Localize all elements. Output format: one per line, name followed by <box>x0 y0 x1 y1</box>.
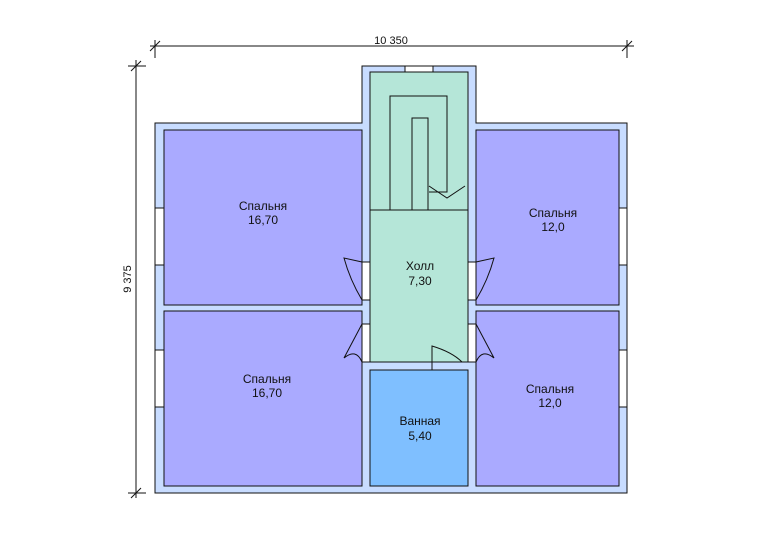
room-area: 7,30 <box>408 274 432 288</box>
width-dimension-label: 10 350 <box>374 35 408 47</box>
room-bedroom-top-left[interactable] <box>163 129 363 306</box>
room-area: 12,0 <box>541 220 565 234</box>
room-area: 12,0 <box>538 396 562 410</box>
staircase <box>370 95 468 211</box>
room-name: Спальня <box>239 199 287 213</box>
room-area: 16,70 <box>252 386 282 400</box>
room-hall[interactable] <box>369 71 469 363</box>
doors <box>343 257 495 370</box>
windows <box>154 65 628 408</box>
room-name: Спальня <box>529 206 577 220</box>
dimension-width <box>149 40 634 58</box>
room-name: Спальня <box>243 372 291 386</box>
room-area: 16,70 <box>248 213 278 227</box>
room-bathroom[interactable] <box>369 369 469 487</box>
room-name: Ванная <box>399 414 440 428</box>
room-bedroom-bottom-right[interactable] <box>475 310 620 487</box>
room-name: Спальня <box>526 382 574 396</box>
room-bedroom-bottom-left[interactable] <box>163 310 363 487</box>
room-name: Холл <box>406 259 434 273</box>
room-area: 5,40 <box>408 429 432 443</box>
dimension-height <box>128 60 146 499</box>
height-dimension-label: 9 375 <box>122 265 134 293</box>
room-bedroom-top-right[interactable] <box>475 129 620 306</box>
